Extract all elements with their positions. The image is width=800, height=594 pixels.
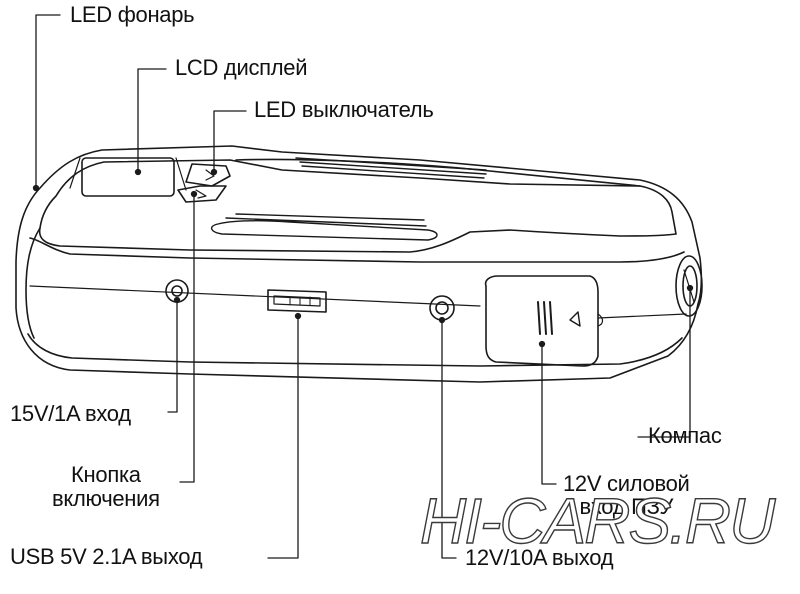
top-ridge: [235, 158, 641, 187]
label-led-flashlight: LED фонарь: [70, 2, 195, 27]
top-deck: [38, 159, 677, 253]
label-compass: Компас: [648, 423, 722, 448]
rear-vent-slots: [295, 157, 487, 179]
led-switch-button: [185, 163, 231, 187]
watermark: HI-CARS.RU: [419, 485, 776, 557]
front-face-bottom-edge: [27, 333, 683, 367]
output-jack-12v: [429, 295, 455, 321]
label-input-12v-line1: 12V силовой: [563, 471, 690, 496]
label-lcd-display: LCD дисплей: [175, 55, 308, 80]
input-cover-12v: [484, 275, 604, 367]
label-output-12v: 12V/10A выход: [465, 545, 614, 570]
lcd-display: [81, 157, 175, 197]
label-power-button-line1: Кнопка: [71, 462, 141, 487]
label-power-button-line2: включения: [52, 486, 160, 511]
leader-lines: [32, 14, 694, 559]
label-power-button: Кнопка включения: [52, 463, 160, 511]
front-seam: [29, 285, 687, 319]
power-button: [177, 185, 227, 203]
device-body-outline: [15, 145, 703, 383]
left-end-cap: [25, 227, 41, 339]
label-input-12v: 12V силовой вход ПЗУ: [563, 472, 690, 518]
label-usb-output: USB 5V 2.1A выход: [10, 544, 203, 569]
front-vent-slots: [211, 213, 438, 241]
label-input-15v: 15V/1A вход: [10, 401, 131, 426]
label-input-12v-line2: вход ПЗУ: [579, 494, 674, 519]
usb-port: [267, 289, 327, 313]
label-led-switch: LED выключатель: [254, 97, 434, 122]
front-face-top-edge: [29, 237, 685, 263]
